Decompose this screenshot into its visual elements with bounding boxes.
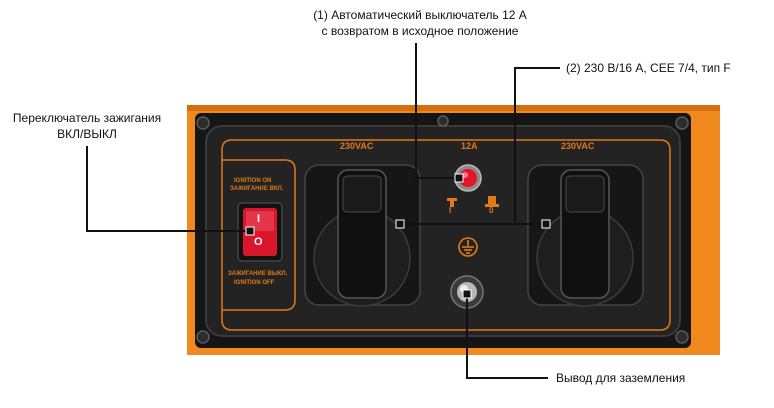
panel-screws [196,115,689,344]
screw [675,330,689,344]
screw [437,115,449,127]
breaker-off-mark: 0 [489,206,494,215]
breaker-leader-line [415,43,458,179]
leader-marker [395,219,405,229]
switch-off-mark: O [254,236,263,248]
leader-marker [454,173,464,183]
ground-callout: Вывод для заземления [556,371,686,385]
socket-callout: (2) 230 В/16 А, CEE 7/4, тип F [566,61,731,75]
ignition-on-ru-label: ЗАЖИГАНИЕ ВКЛ. [230,186,284,192]
left-socket[interactable] [304,164,421,307]
ignition-callout-line1: Переключатель зажигания [12,111,162,125]
socket-leader-line [514,67,560,224]
ignition-callout: Переключатель зажигания ВКЛ/ВЫКЛ [4,110,170,142]
screw [196,330,210,344]
housing-shadow [187,105,720,111]
leader-marker [245,226,255,236]
left-socket-voltage-label: 230VAC [340,141,374,151]
screw [675,116,689,130]
panel-orange-outline [221,139,671,331]
ground-leader-line [466,294,548,379]
switch-zone-outline [222,159,296,311]
ignition-off-ru-label: ЗАЖИГАНИЕ ВЫКЛ. [228,271,288,277]
ignition-on-en-label: IGNITION ON [234,178,272,184]
leader-marker [541,219,551,229]
breaker-callout-line2: с возвратом в исходное положение [321,24,519,38]
right-socket-voltage-label: 230VAC [561,141,595,151]
switch-on-mark: I [257,213,261,225]
ignition-off-en-label: IGNITION OFF [234,280,275,286]
ignition-switch-highlight [246,211,274,231]
leader-marker [462,289,472,299]
ground-symbol-icon [458,237,478,257]
breaker-rating-label: 12A [461,141,478,151]
breaker-callout: (1) Автоматический выключатель 12 А с во… [290,7,550,39]
ignition-leader-line [86,146,250,232]
screw [196,116,210,130]
breaker-on-mark: I [449,206,452,215]
ignition-callout-line2: ВКЛ/ВЫКЛ [57,127,117,141]
breaker-symbols [447,196,499,207]
breaker-callout-line1: (1) Автоматический выключатель 12 А [313,8,527,22]
right-socket[interactable] [527,164,644,307]
